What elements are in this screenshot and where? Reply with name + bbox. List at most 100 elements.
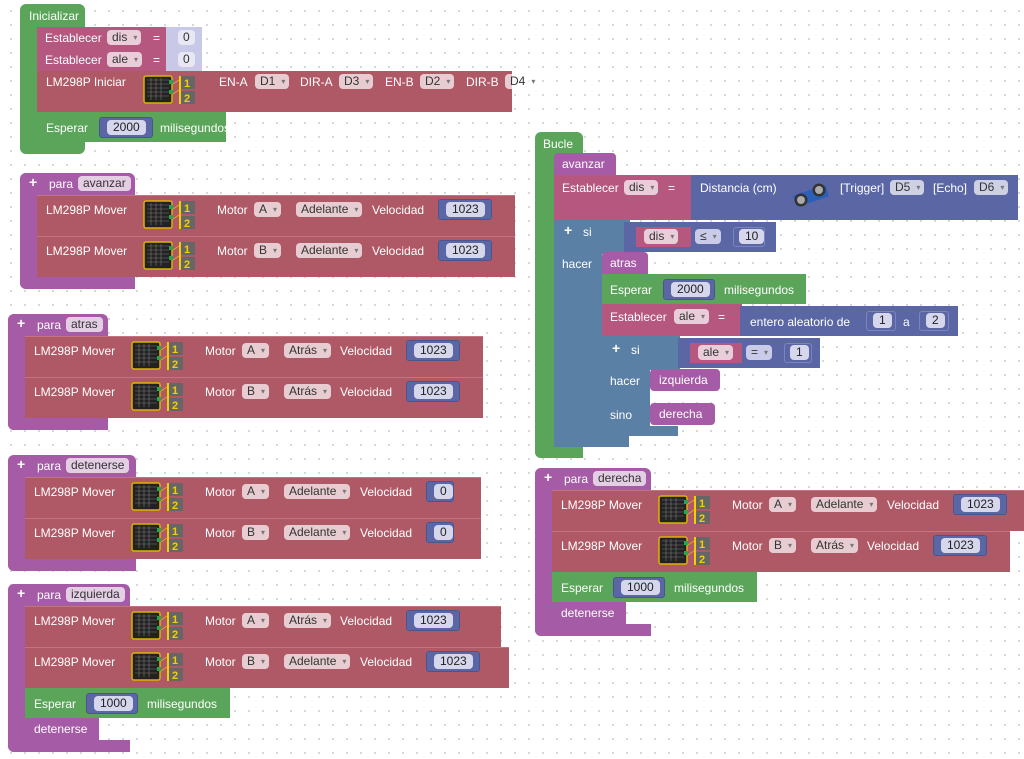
call-izquierda[interactable] (650, 369, 720, 391)
motor-label: Motor (205, 655, 236, 669)
function-name-field[interactable]: derecha (593, 471, 647, 486)
motor-dropdown[interactable]: A (242, 613, 270, 628)
svg-text:1: 1 (172, 655, 178, 667)
var-dropdown-dis[interactable]: dis (644, 229, 679, 244)
motor-dropdown[interactable]: A (242, 343, 270, 358)
plus-icon[interactable]: + (17, 456, 26, 472)
direction-dropdown[interactable]: Adelante (296, 243, 363, 258)
enb-dropdown[interactable]: D2 (420, 74, 455, 89)
ena-dropdown[interactable]: D1 (255, 74, 290, 89)
call-avanzar[interactable] (554, 153, 616, 175)
velocity-label: Velocidad (372, 203, 425, 217)
dirb-label: DIR-B (466, 75, 499, 89)
direction-dropdown[interactable]: Atrás (284, 384, 332, 399)
operator-dropdown[interactable]: ≤ (695, 229, 721, 244)
speed-input[interactable]: 1023 (941, 538, 980, 553)
plus-icon[interactable]: + (29, 174, 38, 190)
direction-dropdown[interactable]: Adelante (284, 484, 351, 499)
motor-dropdown[interactable]: B (254, 243, 282, 258)
direction-dropdown[interactable]: Atrás (811, 538, 859, 553)
direction-dropdown[interactable]: Adelante (811, 497, 878, 512)
number-input[interactable]: 0 (178, 52, 195, 67)
number-input[interactable]: 1 (790, 345, 809, 360)
direction-dropdown[interactable]: Atrás (284, 343, 332, 358)
call-derecha[interactable] (650, 403, 715, 425)
function-def-avanzar[interactable] (20, 173, 39, 289)
velocity-label: Velocidad (340, 344, 393, 358)
direction-dropdown[interactable]: Adelante (284, 654, 351, 669)
operator-dropdown[interactable]: = (746, 345, 773, 360)
direction-dropdown[interactable]: Adelante (296, 202, 363, 217)
lm298-move-label: LM298P Mover (34, 385, 116, 399)
set-ale-random-block[interactable] (602, 304, 742, 336)
if-block[interactable] (554, 220, 602, 445)
wait-ms-input[interactable]: 2000 (107, 120, 146, 135)
lm298-move-label: LM298P Mover (34, 655, 116, 669)
motor-dropdown[interactable]: B (242, 654, 270, 669)
motor-label: Motor (217, 203, 248, 217)
direction-dropdown[interactable]: Atrás (284, 613, 332, 628)
init-title: Inicializar (29, 9, 80, 23)
var-dropdown-ale[interactable]: ale (698, 345, 734, 360)
motor-dropdown[interactable]: A (254, 202, 282, 217)
ms-label: milisegundos (724, 283, 795, 297)
wait-ms-input[interactable]: 2000 (671, 282, 710, 297)
wait-ms-input[interactable]: 1000 (621, 580, 660, 595)
wait-ms-input[interactable]: 1000 (94, 696, 133, 711)
function-name-field[interactable]: avanzar (78, 176, 131, 191)
ultrasonic-sensor-icon (790, 178, 832, 212)
function-def-atras[interactable] (8, 314, 27, 430)
plus-icon[interactable]: + (544, 469, 553, 485)
var-dropdown-dis[interactable]: dis (107, 30, 142, 45)
motor-dropdown[interactable]: B (242, 525, 270, 540)
speed-input[interactable]: 0 (434, 525, 453, 540)
call-detenerse[interactable] (552, 602, 626, 624)
random-from-input[interactable]: 1 (873, 313, 892, 328)
speed-input[interactable]: 1023 (414, 384, 453, 399)
speed-input[interactable]: 1023 (434, 654, 473, 669)
eq-label: = (153, 53, 161, 67)
number-input[interactable]: 10 (739, 229, 765, 244)
random-label: entero aleatorio de (750, 315, 851, 329)
eq-label: = (718, 310, 726, 324)
call-atras[interactable] (602, 252, 648, 274)
speed-input[interactable]: 0 (434, 484, 453, 499)
number-block: 1000 (86, 693, 138, 714)
plus-icon[interactable]: + (17, 315, 26, 331)
dira-dropdown[interactable]: D3 (339, 74, 374, 89)
plus-icon[interactable]: + (612, 340, 621, 356)
speed-input[interactable]: 1023 (446, 202, 485, 217)
function-def-detenerse[interactable] (8, 455, 27, 571)
do-label: hacer (610, 374, 641, 388)
motor-dropdown[interactable]: B (769, 538, 797, 553)
distance-sensor-block[interactable] (691, 175, 1018, 220)
call-detenerse[interactable] (25, 718, 99, 740)
svg-text:2: 2 (184, 93, 190, 105)
lm298-init-label: LM298P Iniciar (46, 75, 126, 89)
plus-icon[interactable]: + (17, 585, 26, 601)
dirb-dropdown[interactable]: D4 (505, 74, 540, 89)
function-name-field[interactable]: izquierda (66, 587, 125, 602)
plus-icon[interactable]: + (564, 222, 573, 238)
number-input[interactable]: 0 (178, 30, 195, 45)
motor-dropdown[interactable]: A (769, 497, 797, 512)
speed-input[interactable]: 1023 (961, 497, 1000, 512)
function-name-field[interactable]: atras (66, 317, 103, 332)
function-name-field[interactable]: detenerse (66, 458, 130, 473)
function-def-izquierda[interactable] (8, 584, 27, 752)
speed-input[interactable]: 1023 (414, 613, 453, 628)
var-dropdown-dis[interactable]: dis (624, 180, 659, 195)
function-def-derecha[interactable] (535, 468, 554, 636)
call-label: detenerse (34, 722, 88, 736)
echo-dropdown[interactable]: D6 (974, 180, 1009, 195)
direction-dropdown[interactable]: Adelante (284, 525, 351, 540)
motor-dropdown[interactable]: B (242, 384, 270, 399)
speed-input[interactable]: 1023 (446, 243, 485, 258)
trigger-dropdown[interactable]: D5 (890, 180, 925, 195)
number-block: 0 (426, 481, 454, 502)
motor-dropdown[interactable]: A (242, 484, 270, 499)
speed-input[interactable]: 1023 (414, 343, 453, 358)
random-to-input[interactable]: 2 (926, 313, 945, 328)
var-dropdown-ale[interactable]: ale (674, 309, 710, 324)
var-dropdown-ale[interactable]: ale (107, 52, 143, 67)
